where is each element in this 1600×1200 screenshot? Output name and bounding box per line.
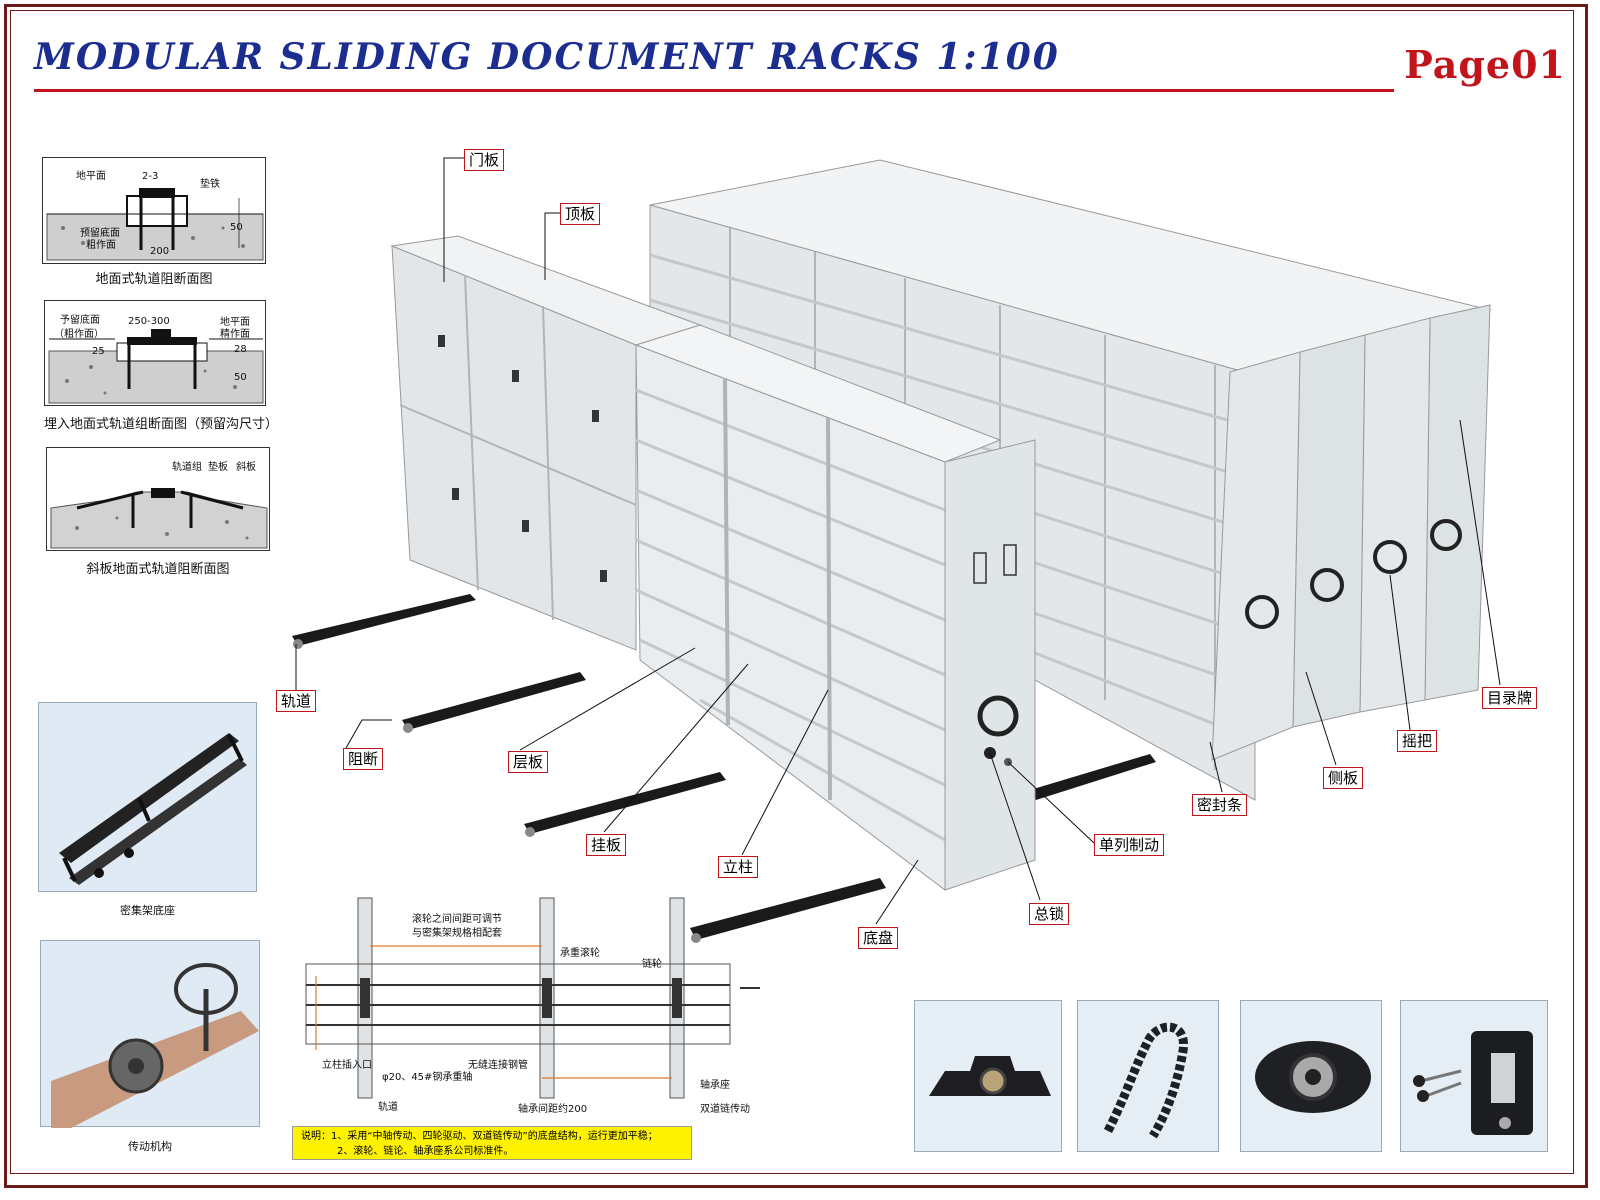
caption-embedded-track: 埋入地面式轨道组断面图（预留沟尺寸） [44,417,279,432]
label-ground-plane: 地平面 [76,171,106,182]
mech-label-load-wheel: 承重滚轮 [560,948,600,959]
callout-rail: 轨道 [276,690,317,712]
photo-rack-base [38,702,257,892]
mech-label-seamless-tube: 无缝连接钢管 [468,1060,528,1071]
mech-label-sprocket: 链轮 [642,959,662,970]
callout-stopper: 阻断 [343,748,384,770]
drive-mechanism-illustration [51,963,259,1128]
section-drawing-surface [42,157,266,264]
mech-label-upright-slot: 立柱插入口 [322,1060,372,1071]
callout-crank: 摇把 [1397,730,1438,752]
mech-label-bearing-spacing: 轴承间距约200 [518,1104,588,1115]
note-box: 说明：1、采用“中轴传动、四轮驱动、双道链传动”的底盘结构，运行更加平稳； 2、… [292,1126,692,1160]
side-panels [1211,304,1491,761]
callout-seal-strip: 密封条 [1192,794,1248,816]
door-cabinet [390,235,702,651]
page-border [4,4,1588,1188]
caption-surface-track: 地面式轨道阻断面图 [95,272,213,287]
label-track-group: 轨道组 [172,462,202,473]
label-width-200: 200 [150,246,170,257]
callout-side-panel: 侧板 [1323,767,1364,789]
bearing-block-icon [929,1056,1051,1096]
callout-master-lock: 总锁 [1029,903,1070,925]
label-depth-50b: 50 [234,372,247,383]
photo-lock-keys [1400,1000,1548,1152]
caption-rack-base: 密集架底座 [120,904,175,917]
section-ramp-drawing [50,488,268,549]
label-ground-plane-2: 地平面 [220,317,250,328]
label-gap: 2-3 [142,171,159,182]
callout-top-panel: 顶板 [560,203,601,225]
front-open-rack [634,324,1036,892]
callout-shelf: 层板 [508,751,549,773]
mech-label-spacing-1: 滚轮之间间距可调节 [412,914,502,925]
label-rough-surface-2: （粗作面） [54,329,104,340]
page-number: Page01 [1404,42,1566,87]
caption-ramp-track: 斜板地面式轨道阻断面图 [86,562,230,577]
label-fine-surface: 精作面 [220,329,250,340]
mech-label-rail: 轨道 [378,1102,398,1113]
mech-label-double-chain: 双道链传动 [700,1104,750,1115]
floor-rails [292,594,1156,940]
lock-keys-icon [1413,1031,1533,1135]
label-width-250-300: 250-300 [128,316,170,327]
note-line-1: 说明：1、采用“中轴传动、四轮驱动、双道链传动”的底盘结构，运行更加平稳； [301,1131,658,1142]
callout-label-card: 目录牌 [1482,687,1538,709]
label-shim: 垫铁 [200,179,220,190]
label-rough-surface: 粗作面 [86,240,116,251]
photo-flange-bearing [1240,1000,1382,1152]
label-depth-28: 28 [234,344,247,355]
page-title: MODULAR SLIDING DOCUMENT RACKS 1:100 [34,36,1060,78]
photo-bearing-block [914,1000,1062,1152]
callout-hanging-plate: 挂板 [586,834,627,856]
callout-chassis: 底盘 [858,927,899,949]
caption-drive-mechanism: 传动机构 [128,1140,172,1153]
flange-bearing-icon [1255,1041,1371,1113]
section-drawing-ramp [46,447,270,551]
callout-leaders [295,157,1501,925]
label-ramp: 斜板 [236,462,256,473]
photo-drive-mechanism [40,940,260,1128]
callout-door-panel: 门板 [464,149,505,171]
note-line-2: 2、滚轮、链论、轴承座系公司标准件。 [337,1146,514,1157]
crank-handles [1245,519,1462,629]
page-inner-border [10,10,1574,1174]
label-pad: 垫板 [208,462,228,473]
mech-label-bearing-seat: 轴承座 [700,1080,730,1091]
label-depth-50: 50 [230,222,243,233]
title-underline [34,89,1394,92]
callout-upright: 立柱 [718,856,759,878]
rack-base-illustration [59,733,247,885]
photo-chain [1077,1000,1219,1152]
section-surface-drawing [46,188,264,261]
section-drawing-embedded [44,300,266,406]
label-depth-25: 25 [92,346,105,357]
callout-single-brake: 单列制动 [1094,834,1165,856]
label-reserved-base-2: 予留底面 [60,315,100,326]
mech-label-axle: φ20、45#钢承重轴 [382,1072,473,1083]
label-reserved-base: 预留底面 [80,228,120,239]
mech-label-spacing-2: 与密集架规格相配套 [412,928,502,939]
chain-icon [1103,1022,1188,1139]
section-embedded-drawing [48,329,264,404]
